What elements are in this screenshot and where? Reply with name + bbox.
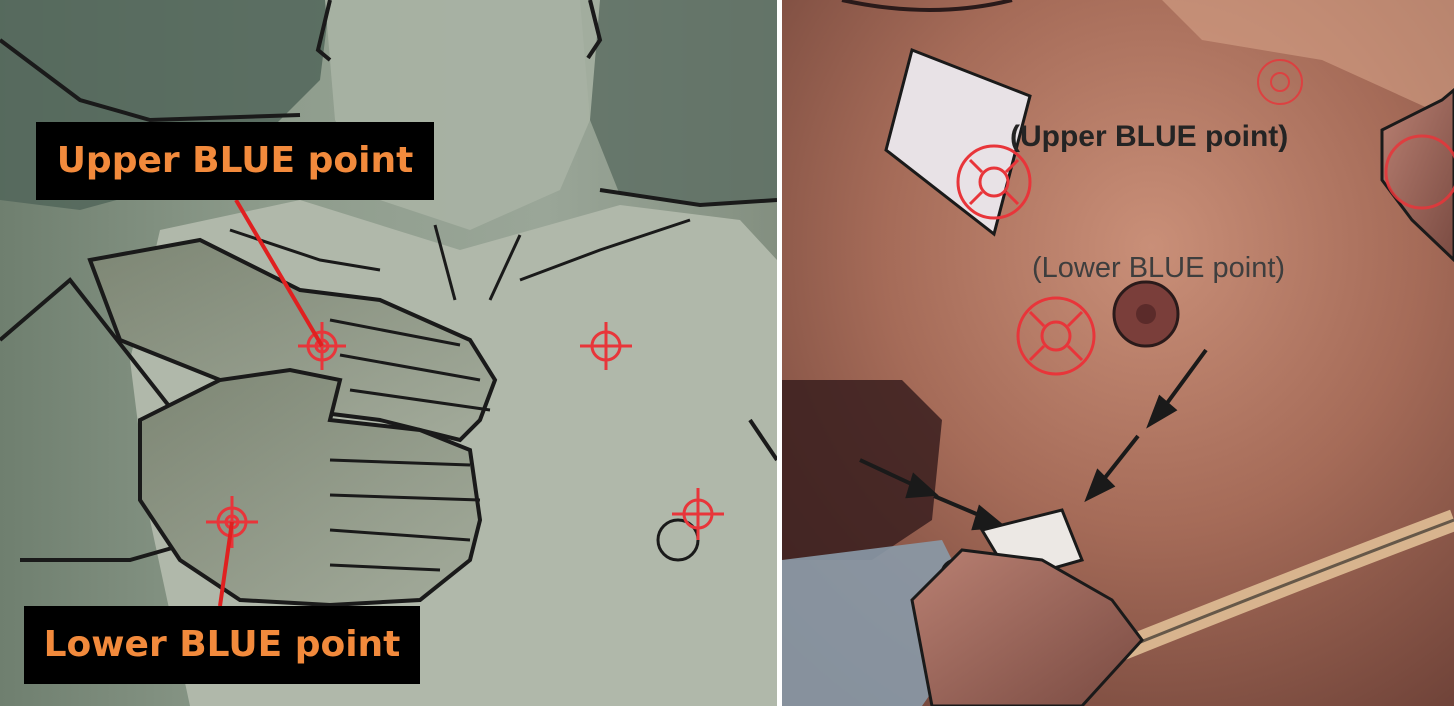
lower-blue-point-callout: Lower BLUE point — [24, 606, 420, 684]
right-chest-photo-drawing — [782, 0, 1454, 706]
upper-blue-point-callout: Upper BLUE point — [36, 122, 434, 200]
left-illustration — [0, 0, 777, 706]
right-photo — [782, 0, 1454, 706]
left-chest-drawing — [0, 0, 777, 706]
photo-upper-blue-point-label: (Upper BLUE point) — [1010, 122, 1288, 152]
photo-lower-blue-point-label: (Lower BLUE point) — [1032, 254, 1285, 283]
